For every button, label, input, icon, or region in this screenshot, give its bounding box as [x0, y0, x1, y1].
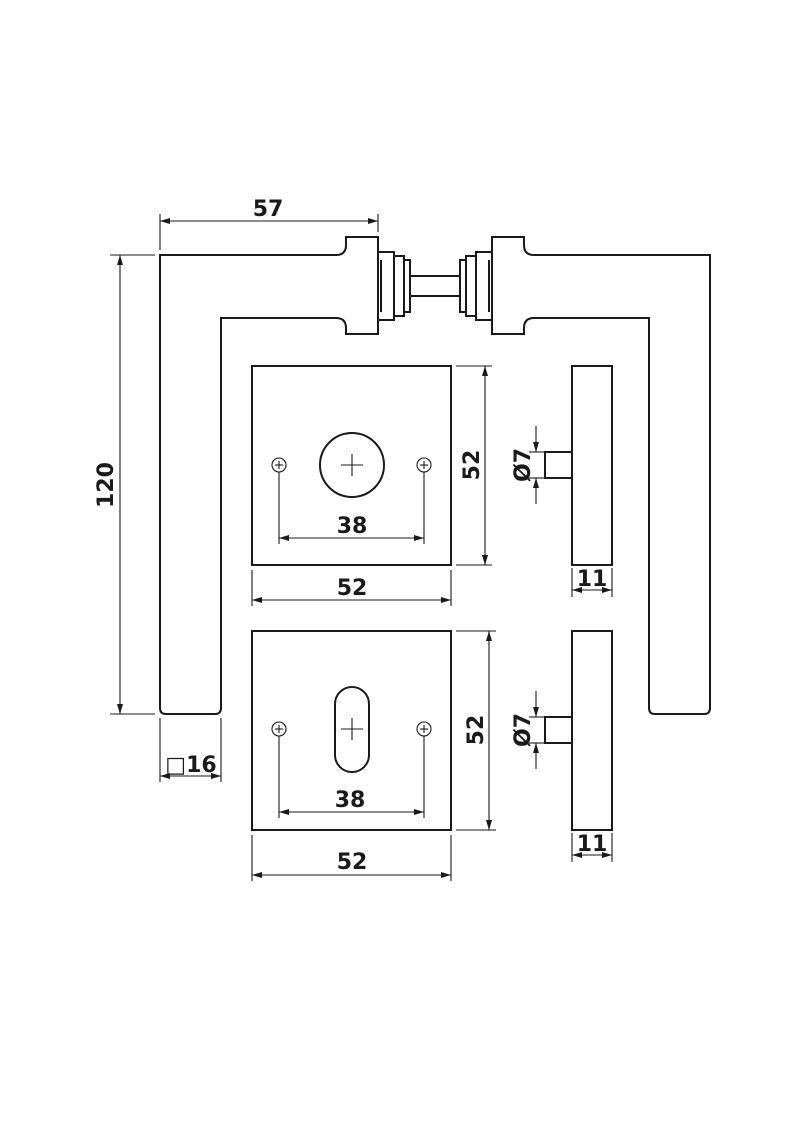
dim-text-lever-section: □16: [165, 753, 216, 778]
dim-rose-eur-height: 52: [456, 630, 496, 831]
dim-lever-length: 57: [159, 197, 379, 250]
dim-text-rose-eur-width: 52: [337, 850, 368, 875]
rose-eur-front: [251, 630, 452, 831]
dim-text-rose-eur-spindle: Ø7: [511, 713, 536, 747]
dim-text-rose-key-hole-spacing: 38: [337, 514, 368, 539]
rose-key-side: [544, 365, 613, 566]
dim-text-rose-key-spindle: Ø7: [511, 448, 536, 482]
rose-eur-side: [544, 630, 613, 831]
left-lever-handle: [159, 236, 411, 715]
dim-rose-eur-hole-spacing: 38: [278, 736, 425, 818]
dim-text-rose-key-height: 52: [460, 450, 485, 481]
dim-text-rose-key-width: 52: [337, 576, 368, 601]
dim-rose-eur-spindle: Ø7: [511, 691, 545, 769]
dim-rose-eur-thickness: 11: [571, 832, 613, 862]
rose-key-side-boss: [544, 451, 573, 479]
left-collar-ring-inner: [403, 259, 411, 313]
rose-eur-side-plate: [571, 630, 613, 831]
right-collar-ring: [465, 255, 477, 317]
dim-rose-key-width: 52: [251, 570, 452, 606]
rose-key-side-plate: [571, 365, 613, 566]
dim-lever-section: □16: [159, 718, 222, 782]
rose-eur-oval-hole: [334, 686, 370, 773]
dim-text-lever-height: 120: [94, 462, 119, 508]
left-lever-outline: [159, 236, 379, 715]
right-lever-outline: [491, 236, 711, 715]
left-collar-ring: [393, 255, 405, 317]
right-lever-handle: [459, 236, 711, 715]
rose-eur-plate: [251, 630, 452, 831]
dim-text-rose-key-thickness: 11: [577, 567, 608, 592]
dim-text-rose-eur-height: 52: [464, 715, 489, 746]
dim-rose-key-height: 52: [456, 365, 492, 566]
dim-text-rose-eur-thickness: 11: [577, 832, 608, 857]
dim-rose-key-hole-spacing: 38: [278, 472, 425, 544]
spindle: [410, 275, 460, 297]
dim-lever-height: 120: [94, 254, 155, 715]
dim-rose-eur-width: 52: [251, 835, 452, 881]
rose-eur-side-boss: [544, 716, 573, 744]
dim-text-rose-eur-hole-spacing: 38: [335, 788, 366, 813]
rose-key-plate: [251, 365, 452, 566]
dim-rose-key-thickness: 11: [571, 567, 613, 597]
rose-key-center-hole: [319, 432, 385, 498]
dim-text-lever-length: 57: [253, 197, 284, 222]
dim-rose-key-spindle: Ø7: [511, 426, 545, 504]
rose-key-front: [251, 365, 452, 566]
